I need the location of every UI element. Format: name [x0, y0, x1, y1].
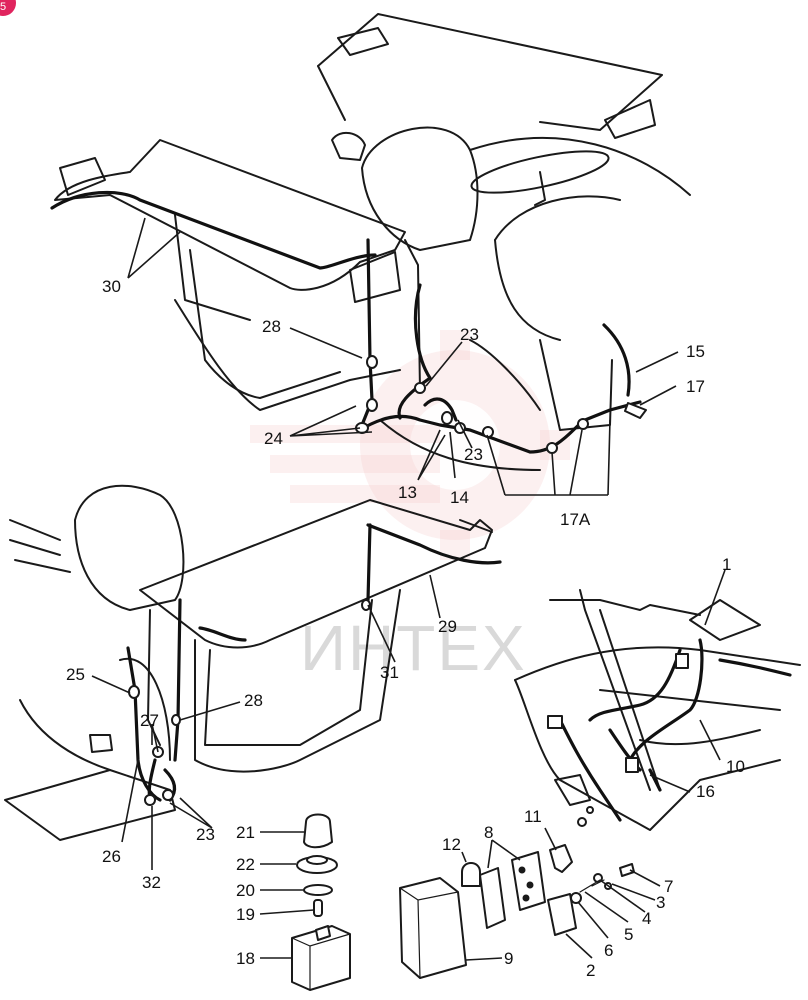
callout-5: 5	[624, 925, 633, 944]
callout-25: 25	[66, 665, 85, 684]
callout-1: 1	[722, 555, 731, 574]
callout-29: 29	[438, 617, 457, 636]
dash-harness-wiring	[547, 638, 792, 827]
callout-7: 7	[664, 877, 673, 896]
watermark-text: ИНТЕХ	[300, 612, 527, 684]
callout-28: 28	[244, 691, 263, 710]
callout-13: 13	[398, 483, 417, 502]
watermark-logo	[250, 330, 570, 560]
callout-20: 20	[236, 881, 255, 900]
callout-30: 30	[102, 277, 121, 296]
corner-badge: 5	[0, 0, 16, 16]
callout-28: 28	[262, 317, 281, 336]
callout-10: 10	[726, 757, 745, 776]
callout-3: 3	[656, 893, 665, 912]
loose-parts	[291, 813, 635, 991]
callout-23: 23	[464, 445, 483, 464]
callout-9: 9	[504, 949, 513, 968]
leader-lines	[91, 217, 726, 961]
callout-23: 23	[196, 825, 215, 844]
callout-8: 8	[484, 823, 493, 842]
callout-32: 32	[142, 873, 161, 892]
callout-27: 27	[140, 711, 159, 730]
callout-17a: 17A	[560, 510, 591, 529]
callout-14: 14	[450, 488, 469, 507]
callout-19: 19	[236, 905, 255, 924]
callout-23: 23	[460, 325, 479, 344]
callout-26: 26	[102, 847, 121, 866]
callouts: 30 28 23 15 17 24 23 13 14 17A 1 29 31 2…	[66, 277, 745, 980]
dash-harness-view	[514, 589, 801, 831]
callout-4: 4	[642, 909, 651, 928]
callout-22: 22	[236, 855, 255, 874]
upper-view-structure	[54, 13, 691, 471]
callout-18: 18	[236, 949, 255, 968]
callout-2: 2	[586, 961, 595, 980]
callout-24: 24	[264, 429, 283, 448]
callout-21: 21	[236, 823, 255, 842]
upper-wiring	[50, 190, 647, 454]
lower-left-wiring	[126, 523, 502, 806]
callout-11: 11	[524, 807, 542, 826]
callout-16: 16	[696, 782, 715, 801]
callout-15: 15	[686, 342, 705, 361]
callout-12: 12	[442, 835, 461, 854]
callout-6: 6	[604, 941, 613, 960]
callout-17: 17	[686, 377, 705, 396]
callout-31: 31	[380, 663, 399, 682]
